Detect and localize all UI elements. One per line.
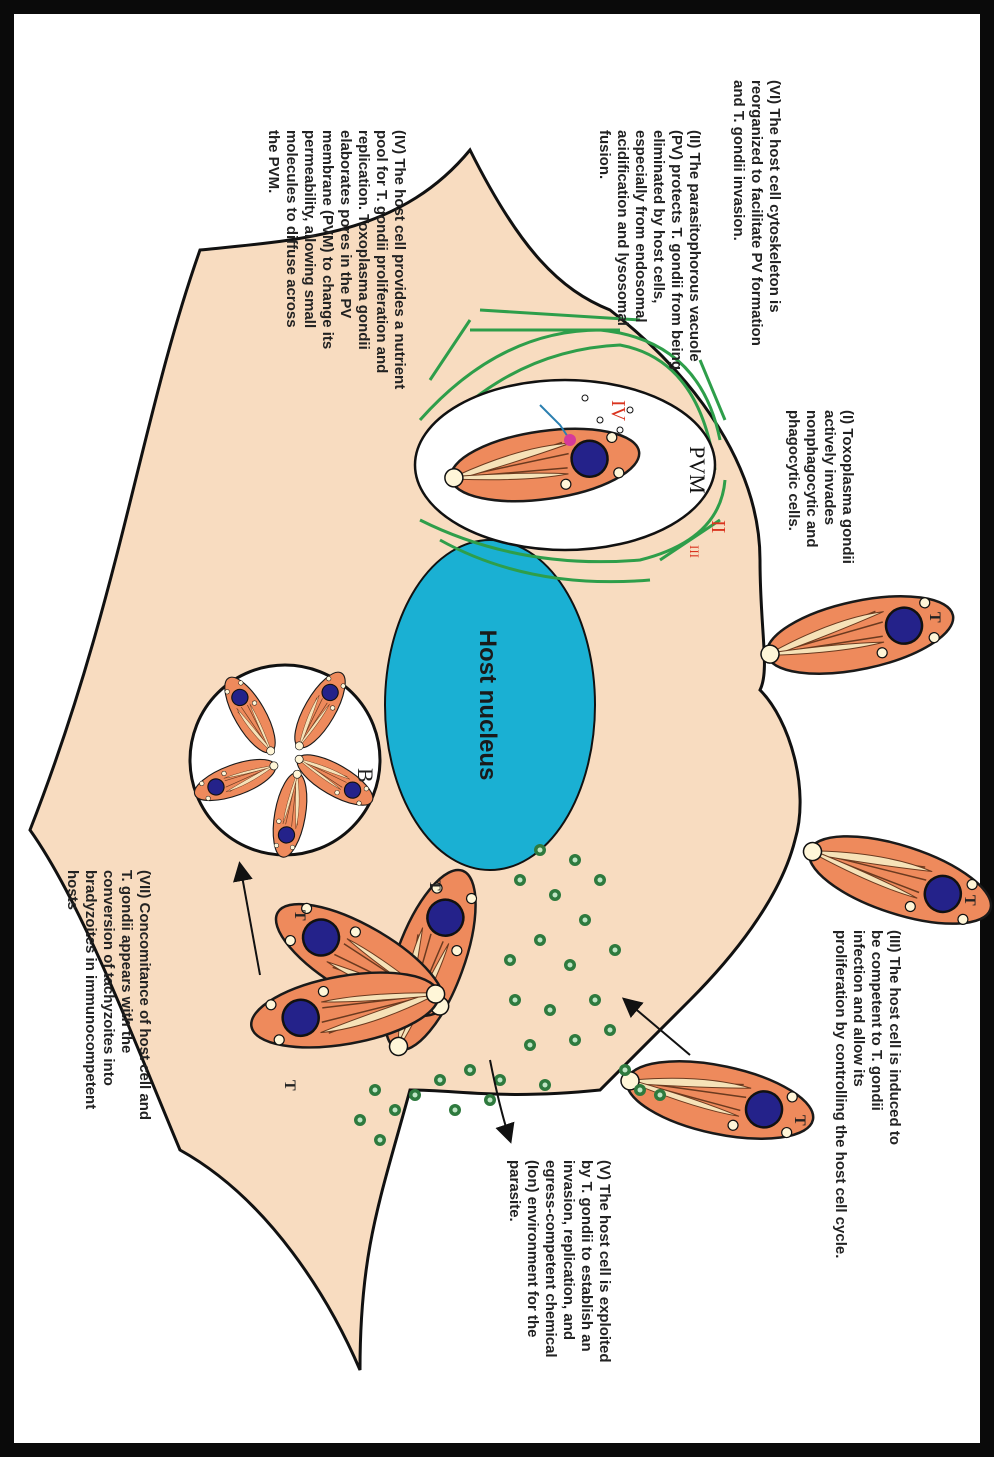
svg-text:fusion.: fusion.	[596, 130, 613, 179]
svg-text:acidification and lysosomal: acidification and lysosomal	[614, 130, 631, 326]
svg-text:parasite.: parasite.	[506, 1160, 523, 1222]
parasite-external-2	[793, 816, 994, 941]
parasite-external-1	[754, 582, 960, 689]
svg-text:phagocytic cells.: phagocytic cells.	[785, 410, 802, 531]
label-step-1: (I) Toxoplasma gondii actively invades n…	[785, 410, 856, 564]
host-nucleus-label: Host nucleus	[474, 630, 501, 781]
label-step-6: (VI) The host cell cytoskeleton is reorg…	[730, 80, 783, 346]
svg-text:infection and allow its: infection and allow its	[850, 930, 867, 1087]
svg-text:molecules to diffuse across: molecules to diffuse across	[283, 130, 300, 328]
svg-text:(PV) protects T. gondii from b: (PV) protects T. gondii from being	[668, 130, 685, 370]
label-step-7: (VII) Concomitance of host cell and T. g…	[64, 870, 153, 1120]
svg-text:conversion of tachyzoites into: conversion of tachyzoites into	[100, 870, 117, 1086]
svg-text:(I) Toxoplasma gondii: (I) Toxoplasma gondii	[839, 410, 856, 564]
parasite-marker-3: T	[791, 1115, 808, 1126]
parasite-marker-1: T	[926, 612, 943, 623]
roman-marker-ii: II	[707, 520, 729, 533]
svg-text:by T. gondii to establish an: by T. gondii to establish an	[578, 1160, 595, 1352]
parasite-marker-5: T	[291, 910, 308, 921]
svg-text:bradyzoites in immunocompetent: bradyzoites in immunocompetent	[82, 870, 99, 1109]
svg-text:pool for T. gondii proliferati: pool for T. gondii proliferation and	[373, 130, 390, 373]
svg-text:nonphagocytic and: nonphagocytic and	[803, 410, 820, 548]
svg-text:hosts: hosts	[64, 870, 81, 910]
svg-text:T. gondii appears with the: T. gondii appears with the	[118, 870, 135, 1053]
svg-text:and T. gondii invasion.: and T. gondii invasion.	[730, 80, 747, 241]
svg-text:(II) The parasitophorous vacuo: (II) The parasitophorous vacuole	[686, 130, 703, 362]
svg-text:(VII) Concomitance of host cel: (VII) Concomitance of host cell and	[136, 870, 153, 1120]
svg-text:replication. Toxoplasma gondii: replication. Toxoplasma gondii	[355, 130, 372, 350]
svg-text:eliminated by host cells,: eliminated by host cells,	[650, 130, 667, 303]
parasite-marker-2: T	[961, 895, 978, 906]
parasite-marker-4: T	[426, 880, 443, 891]
parasite-marker-6: T	[281, 1080, 298, 1091]
label-step-3: (III) The host cell is induced to be com…	[832, 930, 903, 1258]
svg-text:elaborates pores in the PV: elaborates pores in the PV	[337, 130, 354, 318]
pvm-label: PVM	[685, 446, 710, 494]
svg-text:(III) The host cell is induced: (III) The host cell is induced to	[886, 930, 903, 1145]
label-step-5: (V) The host cell is exploited by T. gon…	[506, 1160, 613, 1363]
svg-text:proliferation by controlling t: proliferation by controlling the host ce…	[832, 930, 849, 1258]
svg-text:the PVM.: the PVM.	[265, 130, 282, 193]
roman-marker-iii: III	[687, 545, 702, 558]
svg-text:(IV) The host cell provides a: (IV) The host cell provides a nutrient	[391, 130, 408, 389]
roman-marker-iv: IV	[607, 400, 629, 422]
svg-text:reorganized to facilitate PV f: reorganized to facilitate PV formation	[748, 80, 765, 346]
svg-text:invasion, replication, and: invasion, replication, and	[560, 1160, 577, 1340]
svg-text:especially from endosomal: especially from endosomal	[632, 130, 649, 323]
svg-text:(VI) The host cell cytoskeleto: (VI) The host cell cytoskeleton is	[766, 80, 783, 313]
svg-text:membrane (PVM) to change its: membrane (PVM) to change its	[319, 130, 336, 349]
svg-text:be competent to T. gondii: be competent to T. gondii	[868, 930, 885, 1111]
svg-text:egress-competent chemical: egress-competent chemical	[542, 1160, 559, 1358]
svg-text:actively invades: actively invades	[821, 410, 838, 525]
svg-text:permeability, allowing small: permeability, allowing small	[301, 130, 318, 328]
parasite-external-3	[614, 1046, 820, 1153]
cyst-marker: B	[353, 768, 378, 783]
svg-text:(V) The host cell is exploited: (V) The host cell is exploited	[596, 1160, 613, 1363]
svg-text:(Ion) environment for the: (Ion) environment for the	[524, 1160, 541, 1338]
